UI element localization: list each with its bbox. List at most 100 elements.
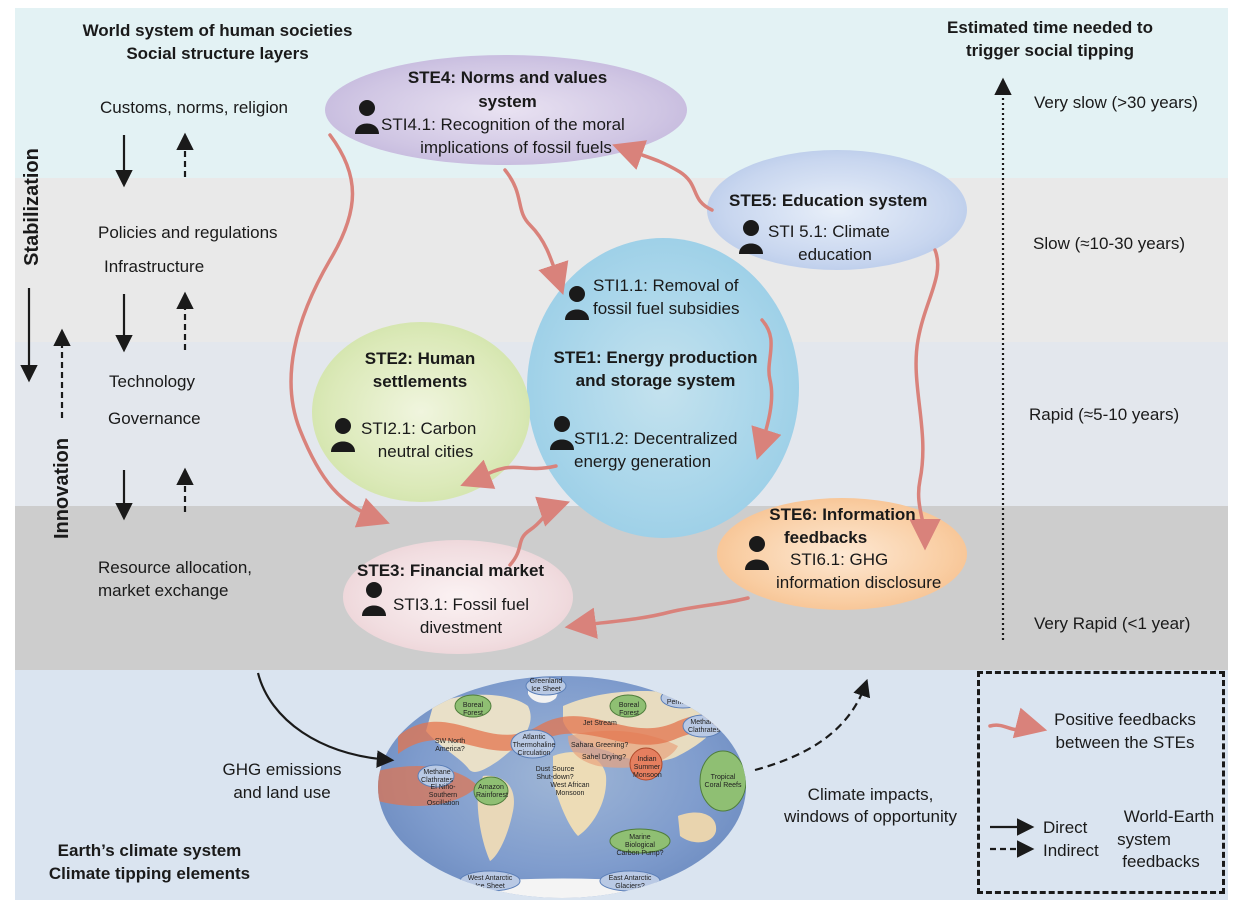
feedback-ste6-ste3 [564,596,750,639]
map-label-enso: El Niño-Southern Oscillation [426,784,460,807]
legend-positive-1: Positive feedbacks [1054,710,1196,729]
feedback-ste4-ste1 [503,168,569,295]
ste1-title-1: STE1: Energy production [553,348,758,367]
earth-title-1: Earth’s climate system [57,841,242,860]
person-icon-sti12 [550,416,574,450]
map-label-methane-w: Methane Clathrates [421,769,453,784]
band-very-rapid [15,506,1228,670]
map-label-yedoma: Yedoma Permafrost [666,691,702,706]
ste3-sti-2: divestment [419,618,503,637]
boreal-e-oval [609,694,647,718]
person-icon-ste6 [745,536,769,570]
ste5-sti-2: education [798,245,872,264]
map-label-boreal-w: Boreal Forest [462,702,484,717]
timescale-slow: Slow (≈10-30 years) [1033,234,1185,253]
map-label-sahara: Sahara Greening? [571,742,629,749]
right-title-1: Estimated time needed to [947,18,1153,37]
timescale-very-slow: Very slow (>30 years) [1034,93,1198,112]
ste4-title-1: STE4: Norms and values [407,68,608,87]
layer-customs: Customs, norms, religion [100,98,289,117]
feedback-ste5-ste4 [612,140,714,212]
map-label-greenland: Greenland Ice Sheet [529,678,563,693]
australia [678,812,717,843]
map-label-amazon: Amazon Rainforest [476,784,508,799]
map-label-west-african: West African Monsoon [550,782,590,797]
person-icons [331,100,769,616]
marine-oval [609,828,671,854]
map-label-boreal-e: Boreal Forest [618,702,640,717]
timescale-very-rapid: Very Rapid (<1 year) [1034,614,1191,633]
legend-feedback-arrow [988,707,1048,739]
ste6-title-2: feedbacks [784,528,868,547]
sti12-2: energy generation [574,452,712,471]
left-title-2: Social structure layers [126,44,309,63]
person-icon-ste4 [355,100,379,134]
ste4-sti-1: STI4.1: Recognition of the moral [381,115,625,134]
layer-resource-2: market exchange [98,581,229,600]
ste2-sti-1: STI2.1: Carbon [361,419,477,438]
legend-we-1: World-Earth [1123,807,1215,826]
africa [553,752,607,836]
greenland-oval [525,676,567,696]
ste5-title: STE5: Education system [729,191,928,210]
right-title-2: trigger social tipping [965,41,1135,60]
legend-positive-2: between the STEs [1055,733,1195,752]
coral-oval [699,750,746,812]
map-label-sahel: Sahel Drying? [582,754,626,761]
boreal-w-oval [454,694,492,718]
ghg-label-1: GHG emissions [222,760,342,779]
ste6-blob [717,498,967,610]
legend-direct: Direct [1043,818,1088,837]
layer-technology: Technology [109,372,196,391]
sti11-1: STI1.1: Removal of [593,276,739,295]
layer-policies: Policies and regulations [98,223,278,242]
layer-infrastructure: Infrastructure [104,257,205,276]
monsoon-oval [629,747,663,781]
arrow-impacts [754,678,871,772]
feedback-ste3-ste1 [508,496,570,567]
person-icon-ste5 [739,220,763,254]
earth-title-2: Climate tipping elements [48,864,251,883]
ste2-sti-2: neutral cities [377,442,474,461]
map-label-monsoon: Indian Summer Monsoon [633,756,662,779]
impacts-label-1: Climate impacts, [807,785,934,804]
left-title-1: World system of human societies [82,21,353,40]
ste6-sti-1: STI6.1: GHG [790,550,889,569]
person-icon-ste2 [331,418,355,452]
feedback-sti11-sti12 [751,318,782,461]
map-label-methane-e: Methane Clathrates [688,719,720,734]
map-label-dust: Dust Source Shut-down? [535,766,575,781]
ste6-sti-2: information disclosure [776,573,942,592]
map-label-wais: West Antarctic Ice Sheet [467,875,513,890]
map-label-amoc: Atlantic Thermohaline Circulation [512,734,556,757]
map-label-marine: Marine Biological Carbon Pump? [616,834,664,857]
timescale-rapid: Rapid (≈5-10 years) [1029,405,1180,424]
arrow-ghg [256,672,395,768]
ste5-sti-1: STI 5.1: Climate [768,222,890,241]
legend-box [977,671,1225,894]
ste2-title-1: STE2: Human [364,349,476,368]
jet-stream [398,713,746,754]
legend-indirect: Indirect [1043,841,1099,860]
legend-we-3: feedbacks [1122,852,1200,871]
feedback-ste4-ste3 [289,133,390,528]
map-label-east-ant: East Antarctic Glaciers? [608,875,652,890]
layer-resource-1: Resource allocation, [98,558,253,577]
innovation-label: Innovation [51,437,73,539]
feedback-ste5-ste6 [909,248,941,551]
impacts-label-2: windows of opportunity [784,807,957,826]
map-label-jet-stream: Jet Stream [583,720,617,727]
legend-we-2: system [1117,830,1171,849]
amazon-oval [473,776,509,806]
ste4-sti-2: implications of fossil fuels [420,138,612,157]
ste3-sti-1: STI3.1: Fossil fuel [393,595,530,614]
ghg-label-2: and land use [233,783,331,802]
methane-w-oval [417,764,455,788]
map-label-sw-north-america: SW North America? [434,738,466,753]
layer-governance: Governance [108,409,201,428]
ste6-title-1: STE6: Information [769,505,916,524]
ste4-title-2: system [478,92,537,111]
feedback-ste1-ste2 [460,459,558,489]
sti12-1: STI1.2: Decentralized [574,429,738,448]
